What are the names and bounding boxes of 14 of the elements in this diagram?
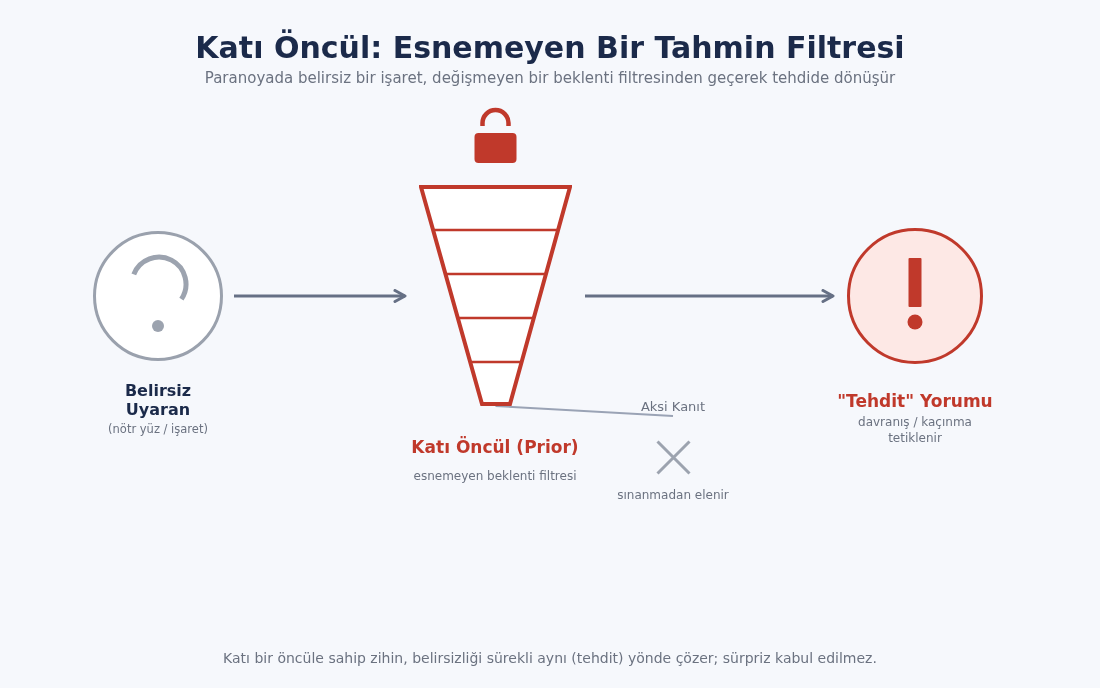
caption-text: Katı bir öncüle sahip zihin, belirsizliği sürekli aynı (tehdit) yönde çözer; sürpriz kabul edilmez. bbox=[223, 649, 877, 667]
node-title: Belirsiz Uyaran bbox=[123, 380, 193, 419]
note-text: sınanmadan elenir bbox=[617, 487, 729, 503]
arrow bbox=[234, 289, 407, 303]
node-subtitle: (nötr yüz / işaret) bbox=[108, 421, 208, 437]
node-title: Katı Öncül (Prior) bbox=[411, 436, 579, 458]
evidence-text: Aksi Kanıt bbox=[640, 398, 706, 416]
node-subtitle: davranış / kaçınma tetiklenir bbox=[857, 414, 973, 446]
arrow bbox=[585, 289, 835, 303]
node-subtitle: esnemeyen beklenti filtresi bbox=[413, 468, 577, 484]
diagram-title: Katı Öncül: Esnemeyen Bir Tahmin Filtresi bbox=[195, 30, 905, 66]
leader-line bbox=[494, 405, 674, 417]
node-title: "Tehdit" Yorumu bbox=[837, 390, 993, 412]
subtitle: Paranoyada belirsiz bir işaret, değişmeyen bir beklenti filtresinden geçerek tehdide dönüşür bbox=[204, 69, 896, 88]
